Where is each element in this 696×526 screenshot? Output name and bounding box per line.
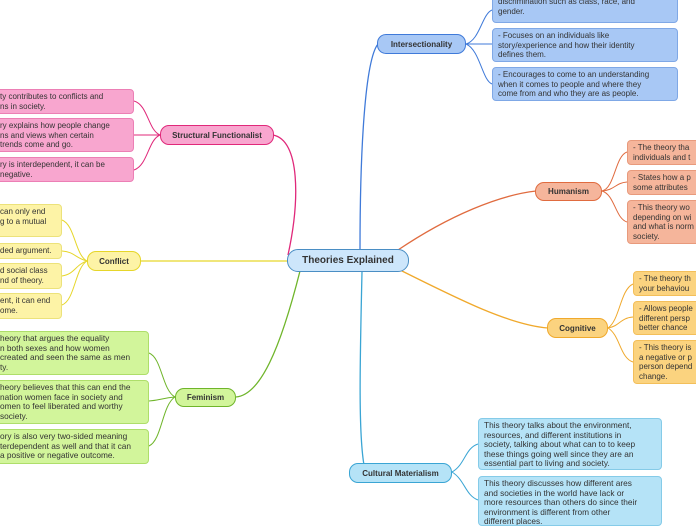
cognitive-leaf-1[interactable]: - The theory th your behaviou <box>633 271 696 296</box>
branch-conflict[interactable]: Conflict <box>87 251 141 271</box>
branch-label: Structural Functionalist <box>172 130 262 140</box>
cognitive-leaf-3[interactable]: - This theory is a negative or p person … <box>633 340 696 384</box>
conflict-leaf-1[interactable]: can only end g to a mutual <box>0 204 62 237</box>
humanism-leaf-2[interactable]: - States how a p some attributes <box>627 170 696 195</box>
branch-feminism[interactable]: Feminism <box>175 388 236 407</box>
structural-functionalist-leaf-1[interactable]: ty contributes to conflicts and ns in so… <box>0 89 134 114</box>
branch-label: Conflict <box>99 256 129 266</box>
branch-humanism[interactable]: Humanism <box>535 182 602 201</box>
branch-label: Intersectionality <box>390 39 453 49</box>
branch-structural-functionalist[interactable]: Structural Functionalist <box>160 125 274 145</box>
central-topic[interactable]: Theories Explained <box>287 249 409 272</box>
feminism-leaf-3[interactable]: ory is also very two-sided meaning terde… <box>0 429 149 464</box>
central-topic-label: Theories Explained <box>302 255 394 266</box>
feminism-leaf-1[interactable]: heory that argues the equality n both se… <box>0 331 149 375</box>
branch-label: Cognitive <box>559 323 596 333</box>
structural-functionalist-leaf-2[interactable]: ry explains how people change ns and vie… <box>0 118 134 152</box>
humanism-leaf-1[interactable]: - The theory tha individuals and t <box>627 140 696 165</box>
branch-label: Feminism <box>186 393 225 402</box>
structural-functionalist-leaf-3[interactable]: ry is interdependent, it can be negative… <box>0 157 134 182</box>
branch-label: Humanism <box>548 187 589 196</box>
intersectionality-leaf-2[interactable]: - Focuses on an individuals like story/e… <box>492 28 678 62</box>
conflict-leaf-3[interactable]: d social class nd of theory. <box>0 263 62 289</box>
branch-intersectionality[interactable]: Intersectionality <box>377 34 466 54</box>
conflict-leaf-4[interactable]: ent, it can end ome. <box>0 293 62 319</box>
cognitive-leaf-2[interactable]: - Allows people different persp better c… <box>633 301 696 335</box>
feminism-leaf-2[interactable]: heory believes that this can end the nat… <box>0 380 149 424</box>
intersectionality-leaf-3[interactable]: - Encourages to come to an understanding… <box>492 67 678 101</box>
cultural-materialism-leaf-1[interactable]: This theory talks about the environment,… <box>478 418 662 470</box>
cultural-materialism-leaf-2[interactable]: This theory discusses how different ares… <box>478 476 662 526</box>
humanism-leaf-3[interactable]: - This theory wo depending on wi and wha… <box>627 200 696 244</box>
branch-cultural-materialism[interactable]: Cultural Materialism <box>349 463 452 483</box>
branch-cognitive[interactable]: Cognitive <box>547 318 608 338</box>
intersectionality-leaf-1[interactable]: discrimination such as class, race, and … <box>492 0 678 23</box>
branch-label: Cultural Materialism <box>362 468 439 478</box>
conflict-leaf-2[interactable]: ded argument. <box>0 243 62 259</box>
